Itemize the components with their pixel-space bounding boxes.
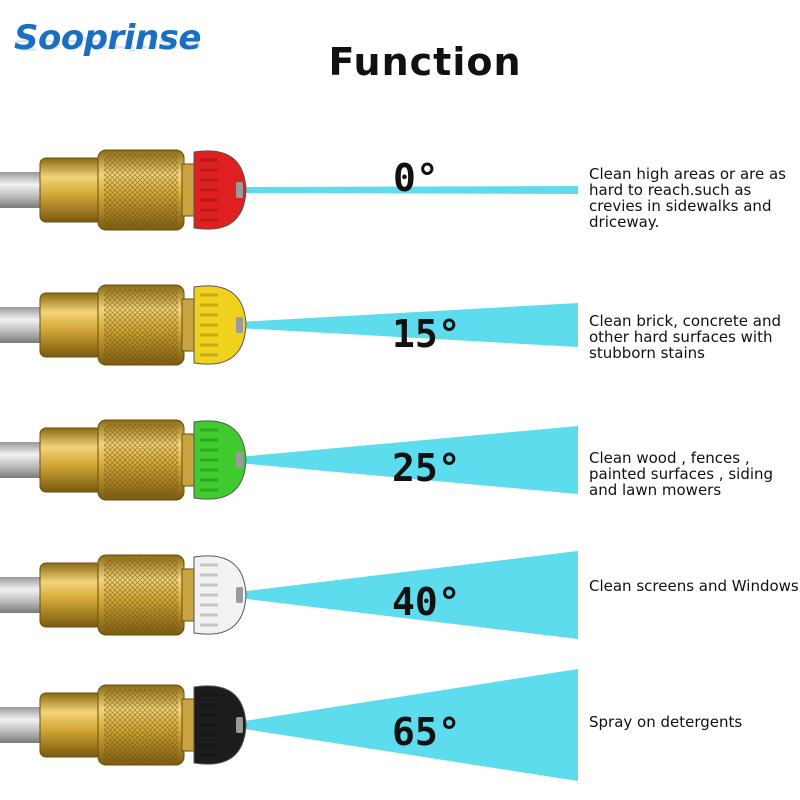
spray-angle-label: 40° bbox=[392, 580, 461, 624]
nozzle-orifice bbox=[236, 182, 243, 198]
brass-hex-nut bbox=[39, 292, 103, 358]
spray-cone bbox=[238, 186, 578, 194]
nozzle-row-1 bbox=[0, 284, 578, 366]
nozzle-row-0 bbox=[0, 149, 578, 231]
brand-logo: Sooprinse bbox=[14, 18, 201, 58]
knurl-texture bbox=[104, 424, 178, 496]
nozzle-description: Spray on detergents bbox=[589, 713, 743, 731]
spray-angle-label: 25° bbox=[392, 446, 461, 490]
nozzle-row-3 bbox=[0, 551, 578, 639]
nozzle-orifice bbox=[236, 587, 243, 603]
nozzle-description: Clean high areas or are as hard to reach… bbox=[589, 165, 786, 231]
nozzle-row-2 bbox=[0, 419, 578, 501]
nozzle-description: Clean brick, concrete and other hard sur… bbox=[589, 312, 782, 362]
brass-hex-nut bbox=[39, 692, 103, 758]
collar-ring bbox=[181, 433, 195, 487]
nozzle-tip bbox=[193, 150, 247, 230]
nozzle-tip bbox=[193, 285, 247, 365]
nozzle-row-4 bbox=[0, 669, 578, 781]
nozzle-description: Clean screens and Windows bbox=[589, 577, 799, 595]
knurl-texture bbox=[104, 689, 178, 761]
brass-hex-nut bbox=[39, 157, 103, 223]
collar-ring bbox=[181, 298, 195, 352]
nozzle-orifice bbox=[236, 452, 243, 468]
spray-cone bbox=[238, 669, 578, 781]
nozzle-tip bbox=[193, 555, 247, 635]
nozzle-tip bbox=[193, 685, 247, 765]
spray-cone bbox=[238, 426, 578, 494]
nozzle-orifice bbox=[236, 717, 243, 733]
page-title: Function bbox=[328, 40, 522, 84]
spray-angle-label: 65° bbox=[392, 710, 461, 754]
knurl-texture bbox=[104, 289, 178, 361]
knurl-texture bbox=[104, 559, 178, 631]
spray-angle-label: 0° bbox=[393, 156, 439, 200]
knurl-texture bbox=[104, 154, 178, 226]
collar-ring bbox=[181, 568, 195, 622]
nozzle-tip bbox=[193, 420, 247, 500]
spray-angle-label: 15° bbox=[392, 312, 461, 356]
nozzle-orifice bbox=[236, 317, 243, 333]
collar-ring bbox=[181, 698, 195, 752]
brass-hex-nut bbox=[39, 427, 103, 493]
spray-cone bbox=[238, 303, 578, 347]
brass-hex-nut bbox=[39, 562, 103, 628]
spray-cone bbox=[238, 551, 578, 639]
collar-ring bbox=[181, 163, 195, 217]
nozzle-description: Clean wood , fences , painted surfaces ,… bbox=[589, 449, 774, 499]
